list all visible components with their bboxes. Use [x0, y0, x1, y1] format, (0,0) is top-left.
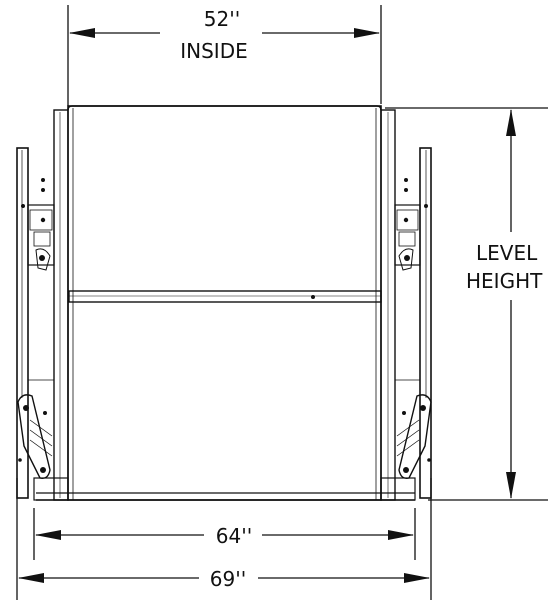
level-height-arrow-top — [506, 109, 516, 136]
left-bracket-plate — [27, 204, 55, 266]
left-hinge-arm — [17, 394, 51, 480]
left-hinge-bolt — [23, 405, 29, 411]
right-outer-post — [419, 147, 432, 499]
right-bolt — [404, 255, 410, 261]
left-bolt — [39, 255, 45, 261]
left-tower-hatching — [29, 419, 53, 457]
right-bolt — [427, 458, 431, 462]
right-tower-hatching — [396, 419, 420, 457]
left-bolt — [21, 204, 25, 208]
right-tower — [380, 109, 432, 501]
inside-width-value: 52'' — [204, 7, 240, 31]
left-hinge-bolt — [40, 467, 46, 473]
right-hatch-line — [396, 419, 420, 437]
left-bolt — [41, 178, 45, 182]
right-bolt — [424, 204, 428, 208]
handrail-bolt — [311, 295, 315, 299]
left-tower-bolts — [18, 178, 47, 473]
left-base-block — [33, 477, 69, 501]
left-bracket-upper — [29, 209, 53, 231]
right-hinge-bolt — [420, 405, 426, 411]
right-bracket-upper — [396, 209, 419, 231]
inside-width-label: INSIDE — [180, 39, 248, 63]
left-tower — [16, 109, 69, 501]
left-bolt — [18, 458, 22, 462]
left-bolt — [40, 217, 46, 223]
right-bracket-plate — [394, 204, 421, 266]
overall-width-arrow-right — [404, 573, 430, 583]
right-tower-bolts — [402, 178, 431, 473]
left-bolt — [43, 411, 47, 415]
platform-width-value: 64'' — [216, 524, 252, 548]
platform-width-arrow-left — [35, 530, 61, 540]
left-outer-post — [16, 147, 29, 499]
left-latch-hook — [35, 248, 51, 271]
inside-width-arrow-left — [69, 28, 95, 38]
right-hinge-bolt — [403, 467, 409, 473]
right-base-block — [380, 477, 416, 501]
left-latch — [33, 231, 51, 247]
level-height-label-line1: LEVEL — [476, 241, 538, 265]
left-bolt — [41, 188, 45, 192]
right-hinge-arm — [398, 394, 432, 480]
left-hatch-line — [29, 419, 53, 437]
left-hatch-line — [29, 429, 53, 447]
overall-width-value: 69'' — [210, 567, 246, 591]
left-hatch-line — [29, 439, 53, 457]
right-latch — [398, 231, 416, 247]
right-hatch-line — [396, 429, 420, 447]
right-bolt — [404, 178, 408, 182]
overall-width-arrow-left — [18, 573, 44, 583]
right-bolt — [402, 411, 406, 415]
handrail-bar — [68, 290, 382, 303]
right-bolt — [404, 188, 408, 192]
bottom-dimensions — [16, 478, 432, 600]
inside-width-arrow-right — [354, 28, 380, 38]
platform-panel — [67, 105, 382, 501]
platform-top-edge — [67, 105, 382, 111]
right-bolt — [403, 217, 409, 223]
level-height-label-line2: HEIGHT — [466, 269, 543, 293]
left-inner-post — [53, 109, 69, 501]
right-latch-hook — [398, 248, 414, 271]
lift-platform — [36, 105, 415, 501]
level-height-arrow-bottom — [506, 472, 516, 499]
level-height-dimension — [385, 107, 548, 501]
platform-width-arrow-right — [388, 530, 414, 540]
right-hatch-line — [396, 439, 420, 457]
